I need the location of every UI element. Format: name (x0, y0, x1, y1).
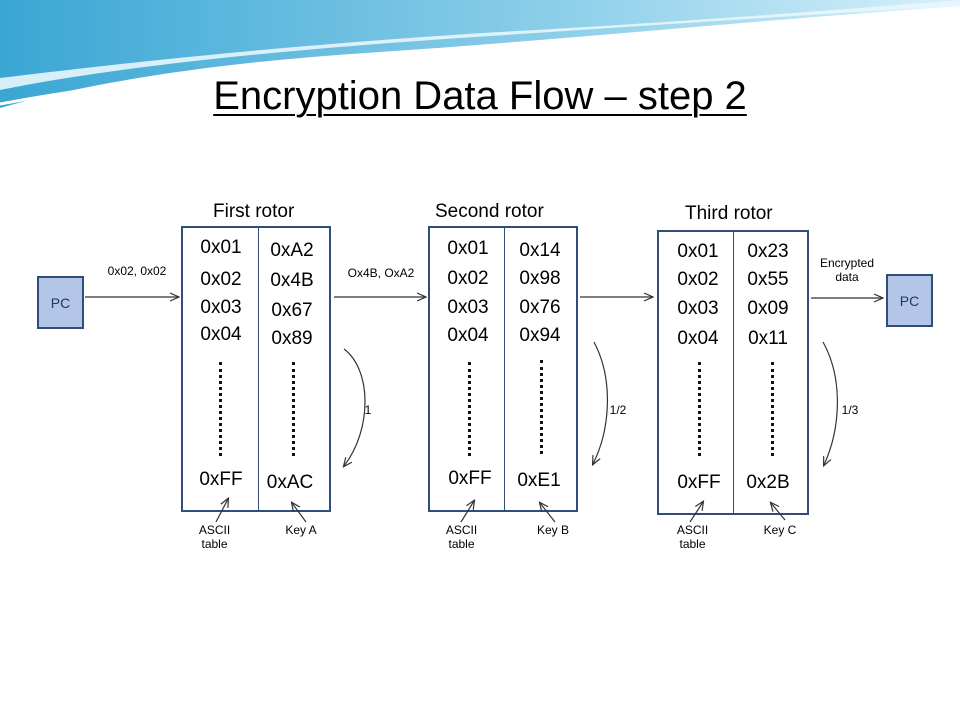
third-rotor-divider (733, 232, 734, 513)
third-rotor-rotation: 1/3 (841, 403, 859, 417)
third-rotor-rotation-arrow (822, 341, 838, 465)
second-rotor-ascii-4: 0x04 (447, 325, 489, 346)
first-rotor-label: First rotor (213, 201, 295, 222)
first-rotor-key-3: 0x67 (271, 300, 313, 321)
first-rotor-key-last: 0xAC (266, 472, 314, 493)
second-rotor-key-2: 0x98 (519, 268, 561, 289)
first-rotor-key-2: 0x4B (270, 270, 314, 291)
third-rotor-key-4: 0x11 (748, 328, 788, 349)
first-rotor-key-caption: Key A (285, 523, 317, 537)
first-rotor-key-ellipsis (292, 362, 295, 456)
third-key-pointer (771, 503, 786, 521)
second-rotor-key-3: 0x76 (519, 297, 561, 318)
second-rotor-key-last: 0xE1 (517, 470, 561, 491)
pc-source-label: PC (50, 294, 71, 311)
third-rotor-key-1: 0x23 (747, 241, 789, 262)
first-rotor-divider (258, 228, 259, 510)
second-rotor-rotation: 1/2 (609, 403, 627, 417)
pc-source-box: PC (37, 276, 84, 329)
first-rotor-ascii-4: 0x04 (200, 324, 242, 345)
second-rotor-key-4: 0x94 (519, 325, 561, 346)
first-rotor-rotation-arrow (344, 348, 366, 466)
second-ascii-pointer (460, 501, 474, 523)
second-rotor-ascii-caption: ASCII table (445, 523, 478, 551)
third-rotor-box: 0x01 0x02 0x03 0x04 0xFF 0x23 0x55 0x09 … (657, 230, 809, 515)
third-rotor-key-2: 0x55 (747, 269, 789, 290)
second-rotor-label: Second rotor (435, 201, 544, 222)
flow-label-third-to-pc: Encrypted data (819, 256, 875, 284)
third-rotor-ascii-4: 0x04 (677, 328, 719, 349)
second-rotor-key-ellipsis (540, 360, 543, 454)
third-rotor-key-ellipsis (771, 362, 774, 456)
first-rotor-ascii-1: 0x01 (200, 237, 242, 258)
third-rotor-ascii-ellipsis (698, 362, 701, 456)
third-ascii-pointer (689, 502, 703, 523)
third-rotor-ascii-1: 0x01 (677, 241, 719, 262)
second-key-pointer (540, 503, 556, 523)
third-rotor-label: Third rotor (685, 203, 773, 224)
second-rotor-ascii-3: 0x03 (447, 297, 489, 318)
third-rotor-ascii-caption: ASCII table (676, 523, 709, 551)
second-rotor-ascii-ellipsis (468, 362, 471, 456)
third-rotor-ascii-3: 0x03 (677, 298, 719, 319)
first-rotor-key-1: 0xA2 (270, 240, 314, 261)
second-rotor-rotation-arrow (593, 341, 608, 464)
flow-label-first-to-second: Ox4B, OxA2 (347, 266, 415, 280)
page-title: Encryption Data Flow – step 2 (213, 74, 747, 118)
second-rotor-key-caption: Key B (536, 523, 569, 537)
first-rotor-ascii-3: 0x03 (200, 297, 242, 318)
first-rotor-ascii-last: 0xFF (199, 469, 243, 490)
pc-destination-label: PC (899, 292, 920, 309)
third-rotor-key-caption: Key C (763, 523, 797, 537)
first-ascii-pointer (215, 499, 228, 523)
second-rotor-ascii-last: 0xFF (448, 468, 492, 489)
first-key-pointer (292, 503, 307, 523)
first-rotor-ascii-ellipsis (219, 362, 222, 456)
first-rotor-ascii-2: 0x02 (200, 269, 242, 290)
third-rotor-key-last: 0x2B (746, 472, 790, 493)
header-wave-decoration (0, 0, 960, 108)
flow-label-pc-to-first: 0x02, 0x02 (107, 264, 167, 278)
first-rotor-ascii-caption: ASCII table (198, 523, 231, 551)
third-rotor-key-3: 0x09 (747, 298, 789, 319)
third-rotor-ascii-2: 0x02 (677, 269, 719, 290)
pc-destination-box: PC (886, 274, 933, 327)
first-rotor-rotation: 1 (364, 403, 372, 417)
second-rotor-key-1: 0x14 (519, 240, 561, 261)
first-rotor-key-4: 0x89 (271, 328, 313, 349)
second-rotor-box: 0x01 0x02 0x03 0x04 0xFF 0x14 0x98 0x76 … (428, 226, 578, 512)
third-rotor-ascii-last: 0xFF (677, 472, 721, 493)
second-rotor-divider (504, 228, 505, 510)
second-rotor-ascii-1: 0x01 (447, 238, 489, 259)
second-rotor-ascii-2: 0x02 (447, 268, 489, 289)
first-rotor-box: 0x01 0x02 0x03 0x04 0xFF 0xA2 0x4B 0x67 … (181, 226, 331, 512)
